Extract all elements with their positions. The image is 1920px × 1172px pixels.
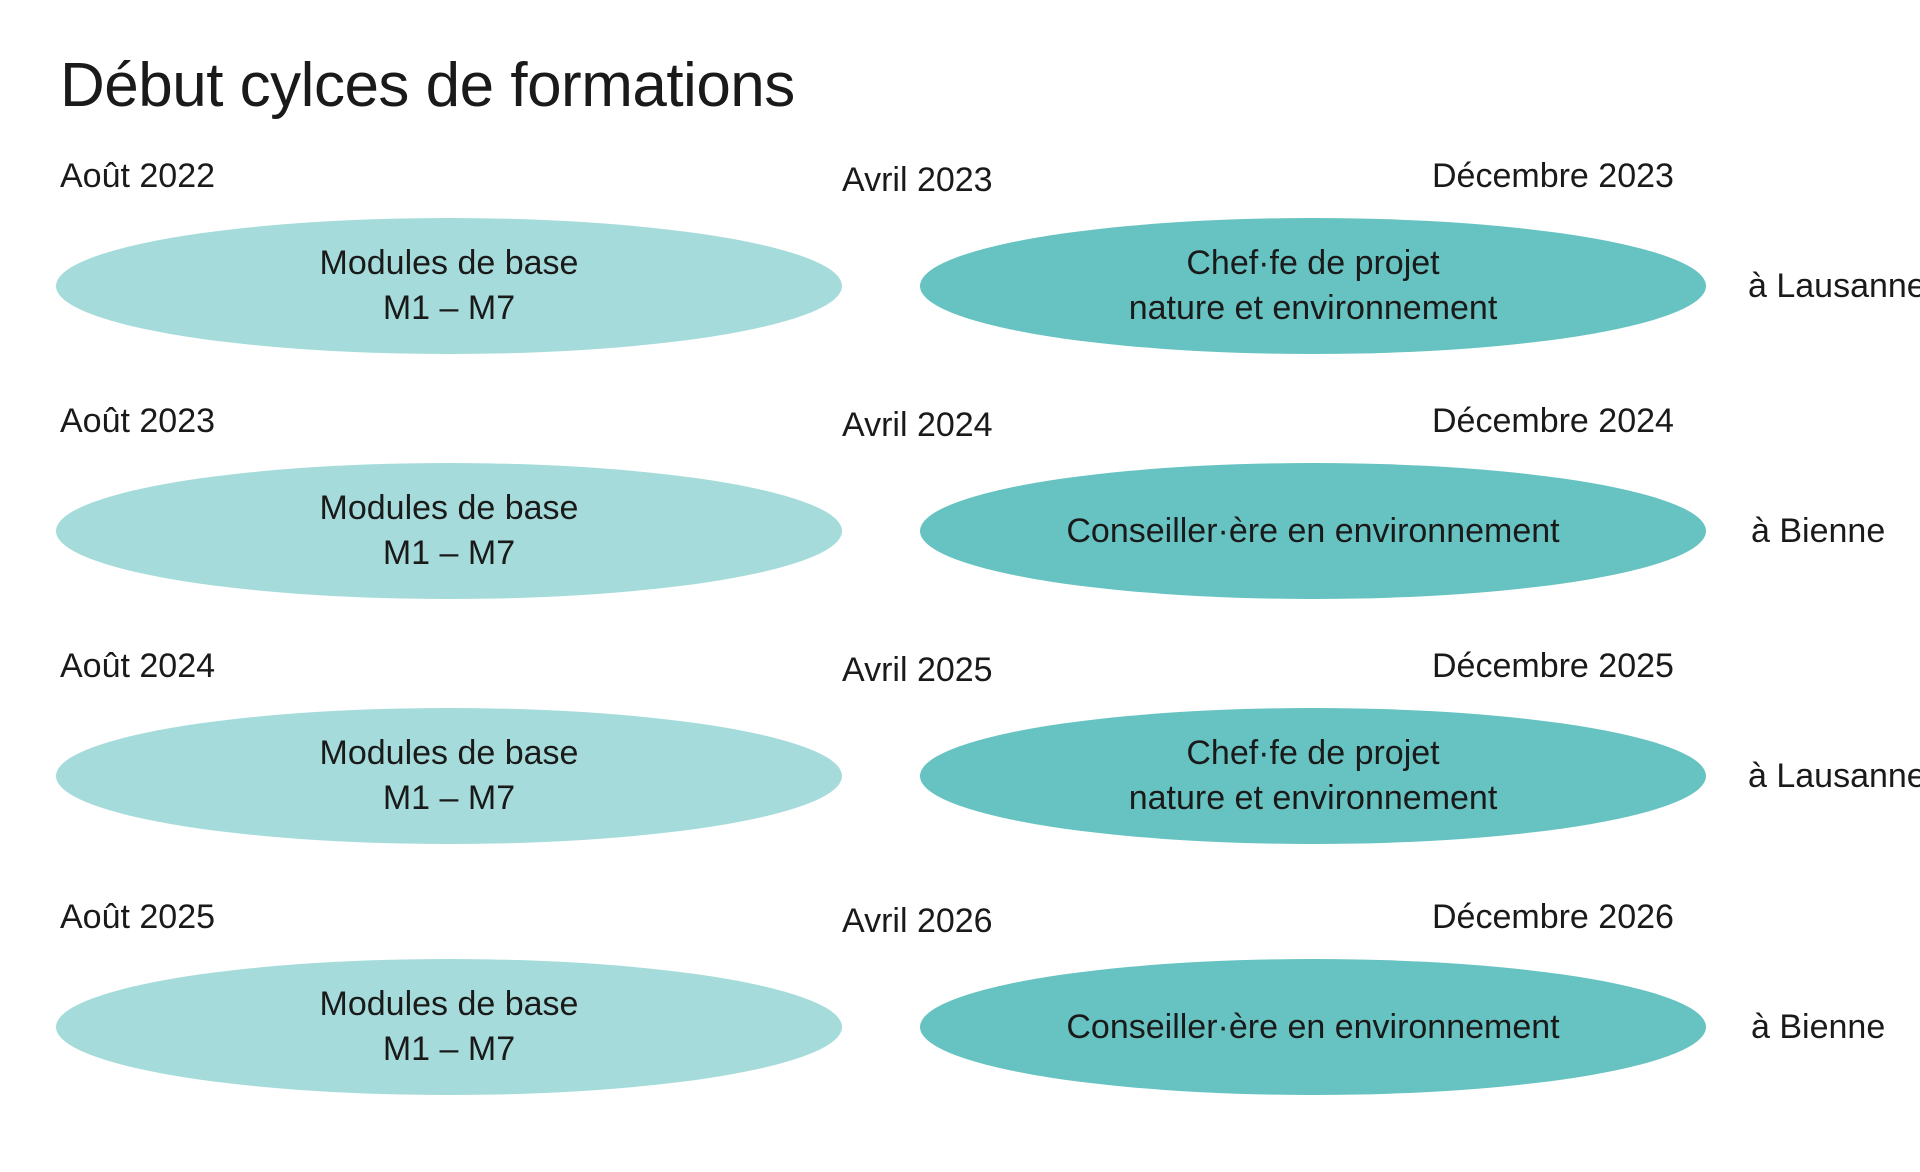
program-ellipse: Conseiller·ère en environnement bbox=[920, 463, 1706, 599]
mid-date: Avril 2025 bbox=[842, 651, 993, 689]
base-modules-ellipse: Modules de base M1 – M7 bbox=[56, 218, 842, 354]
mid-date: Avril 2026 bbox=[842, 902, 993, 940]
program-label-line2: nature et environnement bbox=[1128, 289, 1498, 327]
cycle-row: Août 2025 Avril 2026 Décembre 2026 Modul… bbox=[0, 897, 1920, 1117]
base-modules-ellipse: Modules de base M1 – M7 bbox=[56, 959, 842, 1095]
base-modules-range: M1 – M7 bbox=[382, 1030, 516, 1068]
base-modules-range: M1 – M7 bbox=[382, 779, 516, 817]
base-modules-ellipse: Modules de base M1 – M7 bbox=[56, 463, 842, 599]
start-date: Août 2023 bbox=[60, 402, 216, 440]
program-label-line2: nature et environnement bbox=[1128, 779, 1498, 817]
base-modules-label: Modules de base bbox=[319, 985, 579, 1023]
cycle-row: Août 2022 Avril 2023 Décembre 2023 Modul… bbox=[0, 156, 1920, 376]
program-label-line1: Chef·fe de projet bbox=[1186, 734, 1440, 772]
location-label: à Bienne bbox=[1751, 1008, 1886, 1046]
location-label: à Lausanne bbox=[1748, 757, 1920, 795]
start-date: Août 2022 bbox=[60, 157, 216, 195]
page-title: Début cylces de formations bbox=[60, 51, 795, 120]
program-ellipse: Chef·fe de projet nature et environnemen… bbox=[920, 708, 1706, 844]
program-label-line1: Chef·fe de projet bbox=[1186, 244, 1440, 282]
cycle-row: Août 2023 Avril 2024 Décembre 2024 Modul… bbox=[0, 401, 1920, 621]
base-modules-ellipse: Modules de base M1 – M7 bbox=[56, 708, 842, 844]
start-date: Août 2025 bbox=[60, 898, 216, 936]
end-date: Décembre 2025 bbox=[1432, 647, 1674, 685]
base-modules-label: Modules de base bbox=[319, 244, 579, 282]
start-date: Août 2024 bbox=[60, 647, 216, 685]
end-date: Décembre 2026 bbox=[1432, 898, 1674, 936]
mid-date: Avril 2023 bbox=[842, 161, 993, 199]
location-label: à Bienne bbox=[1751, 512, 1886, 550]
program-ellipse: Conseiller·ère en environnement bbox=[920, 959, 1706, 1095]
program-label-line1: Conseiller·ère en environnement bbox=[1066, 1007, 1560, 1046]
base-modules-range: M1 – M7 bbox=[382, 289, 516, 327]
mid-date: Avril 2024 bbox=[842, 406, 993, 444]
end-date: Décembre 2024 bbox=[1432, 402, 1674, 440]
end-date: Décembre 2023 bbox=[1432, 157, 1674, 195]
program-label-line1: Conseiller·ère en environnement bbox=[1066, 511, 1560, 550]
base-modules-range: M1 – M7 bbox=[382, 534, 516, 572]
base-modules-label: Modules de base bbox=[319, 734, 579, 772]
cycle-row: Août 2024 Avril 2025 Décembre 2025 Modul… bbox=[0, 646, 1920, 866]
program-ellipse: Chef·fe de projet nature et environnemen… bbox=[920, 218, 1706, 354]
base-modules-label: Modules de base bbox=[319, 489, 579, 527]
location-label: à Lausanne bbox=[1748, 267, 1920, 305]
